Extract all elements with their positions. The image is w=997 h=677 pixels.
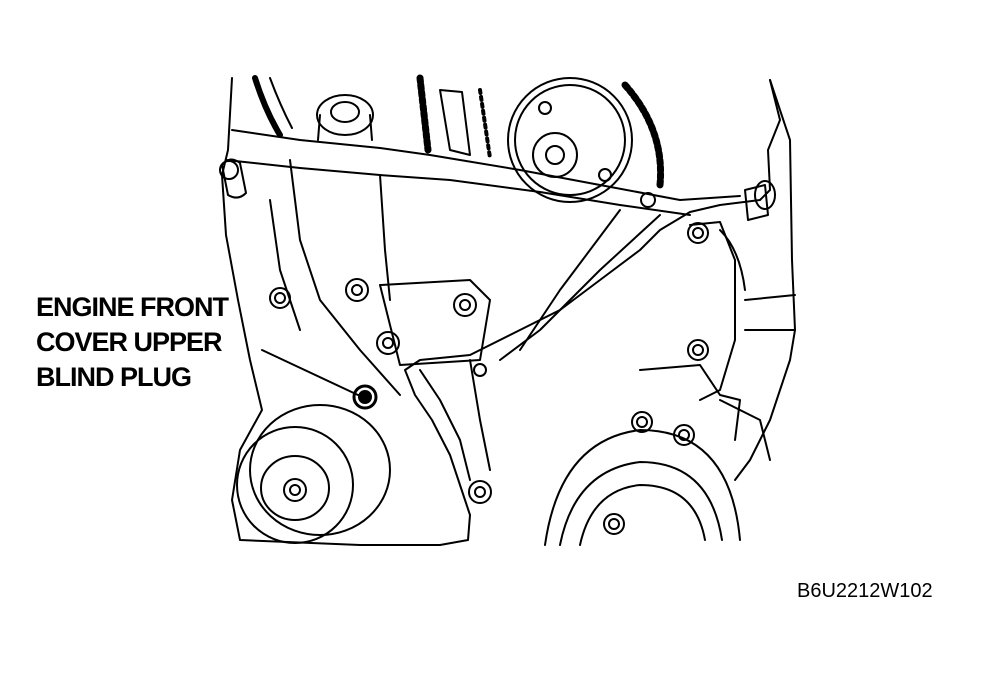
cover-right-edge xyxy=(734,79,796,481)
bolt-1 xyxy=(269,287,291,309)
cam-hub xyxy=(532,132,578,178)
crank-bolt xyxy=(603,513,625,535)
top-flange-lower xyxy=(225,159,691,216)
top-hub-stem xyxy=(317,114,373,141)
bolt-7-inner xyxy=(692,344,704,356)
top-hub-inner xyxy=(330,101,360,123)
blind-plug xyxy=(352,384,378,410)
figure-id: B6U2212W102 xyxy=(797,580,933,602)
callout-line-1: ENGINE FRONT xyxy=(36,292,229,322)
right-lower-ridge xyxy=(719,399,771,461)
sprocket-left xyxy=(252,75,283,138)
bolt-3-inner xyxy=(459,299,471,311)
idler-pulley-bolt-inner xyxy=(289,484,301,496)
rib-left-2 xyxy=(269,199,301,331)
rib-left xyxy=(289,159,401,396)
boss-block-center xyxy=(379,279,491,366)
bolt-11 xyxy=(473,363,487,377)
cam-chain xyxy=(621,81,665,189)
idler-pulley-back xyxy=(249,404,391,536)
cover-outline xyxy=(221,77,781,546)
chain-guide xyxy=(439,89,471,156)
right-bracket xyxy=(744,294,796,331)
idler-pulley-front xyxy=(236,426,354,544)
right-pipe xyxy=(719,229,746,291)
blind-plug-inner xyxy=(358,390,372,404)
rib-diagonal-2 xyxy=(519,209,621,351)
right-tube xyxy=(744,184,769,221)
cam-small-hole-2 xyxy=(598,168,612,182)
timing-chain xyxy=(416,74,432,154)
rib-diagonal xyxy=(499,214,661,361)
cam-small-hole xyxy=(538,101,552,115)
bolt-6-inner xyxy=(692,227,704,239)
boss-block-right xyxy=(689,221,736,401)
blind-plug-callout: ENGINE FRONT COVER UPPER BLIND PLUG xyxy=(36,290,229,395)
boss-block-right-2 xyxy=(639,364,741,441)
callout-line-2: COVER UPPER xyxy=(36,327,223,357)
cam-sprocket xyxy=(507,77,633,203)
top-flange xyxy=(231,129,741,201)
crank-bolt-inner xyxy=(608,518,620,530)
right-fitting xyxy=(754,180,776,210)
callout-line-3: BLIND PLUG xyxy=(36,362,192,392)
bolt-10-inner xyxy=(474,486,486,498)
rib-vertical xyxy=(469,359,491,471)
top-hub xyxy=(316,94,374,136)
bolt-8 xyxy=(631,411,653,433)
bolt-10 xyxy=(468,480,492,504)
crank-pulley-outer xyxy=(544,429,741,546)
sprocket-left-inner xyxy=(269,77,293,129)
bolt-2-inner xyxy=(351,284,363,296)
rib-center xyxy=(379,174,391,301)
bolt-1-inner xyxy=(274,292,286,304)
bolt-3 xyxy=(453,293,477,317)
bolt-6 xyxy=(687,222,709,244)
bolt-7 xyxy=(687,339,709,361)
idler-pulley-face xyxy=(260,455,330,521)
bolt-2 xyxy=(345,278,369,302)
gear-center-teeth xyxy=(478,88,492,160)
crank-pulley-inner xyxy=(559,461,723,546)
left-bolt xyxy=(219,160,239,180)
bolt-12 xyxy=(640,192,656,208)
cam-sprocket-rim xyxy=(514,84,626,196)
bolt-8-inner xyxy=(636,416,648,428)
crank-pulley-groove xyxy=(579,484,706,546)
bolt-9-inner xyxy=(678,429,690,441)
bolt-4 xyxy=(376,331,400,355)
idler-pulley-bolt xyxy=(283,478,307,502)
cam-bolt xyxy=(545,145,565,165)
bolt-4-inner xyxy=(382,337,394,349)
callout-leader-line xyxy=(261,349,359,396)
rib-lower xyxy=(419,369,471,481)
